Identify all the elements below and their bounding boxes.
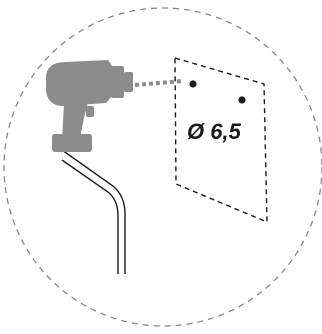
drill-hole-marker-icon [189,80,197,88]
wall-mount-plate-icon [174,57,268,224]
bracket-arm-icon [61,149,126,274]
drill-bit-icon [134,79,184,87]
drill-hole-marker-icon [238,96,246,104]
dashed-boundary-circle [3,7,322,327]
cordless-drill-icon [46,60,133,152]
hole-diameter-label: Ø 6,5 [187,119,242,144]
